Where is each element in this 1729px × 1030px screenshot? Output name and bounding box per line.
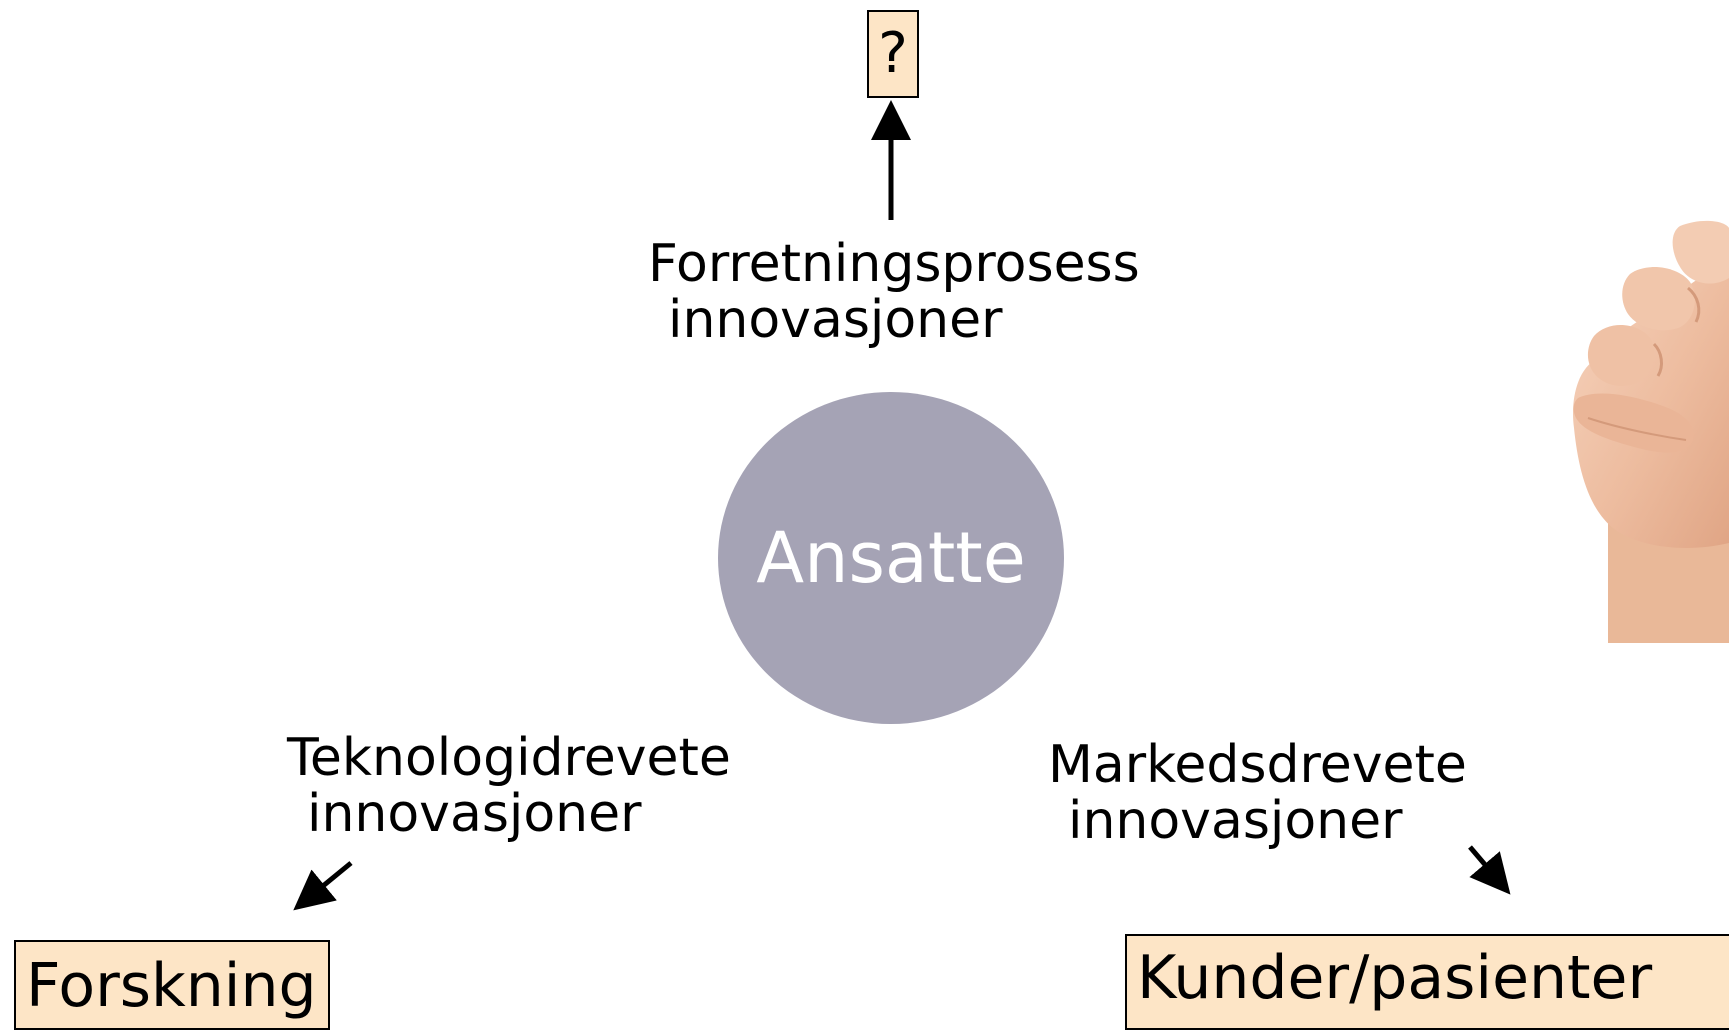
- business-process-line1: Forretningsprosess: [648, 234, 1140, 294]
- technology-driven-innovations-label: Teknologidrevete innovasjoner: [287, 730, 731, 842]
- customers-patients-text: Kunder/pasienter: [1137, 943, 1653, 1013]
- arrow-down-left-to-forskning: [293, 861, 353, 911]
- business-process-line2: innovasjoner: [668, 290, 1003, 350]
- question-text: ?: [878, 21, 908, 86]
- employees-circle: Ansatte: [718, 392, 1064, 724]
- employees-label: Ansatte: [756, 517, 1026, 599]
- research-box: Forskning: [14, 940, 330, 1030]
- business-process-innovations-label: Forretningsprosess innovasjoner: [648, 236, 1140, 348]
- raised-fist-hand-icon: [1568, 218, 1729, 643]
- technology-driven-line1: Teknologidrevete: [287, 728, 731, 788]
- arrow-down-right-to-kunder: [1468, 845, 1511, 895]
- market-driven-line2: innovasjoner: [1068, 791, 1403, 851]
- market-driven-line1: Markedsdrevete: [1048, 735, 1467, 795]
- customers-patients-box: Kunder/pasienter: [1125, 934, 1729, 1030]
- technology-driven-line2: innovasjoner: [307, 784, 642, 844]
- question-box: ?: [867, 10, 919, 98]
- market-driven-innovations-label: Markedsdrevete innovasjoner: [1048, 737, 1467, 849]
- research-text: Forskning: [26, 951, 317, 1021]
